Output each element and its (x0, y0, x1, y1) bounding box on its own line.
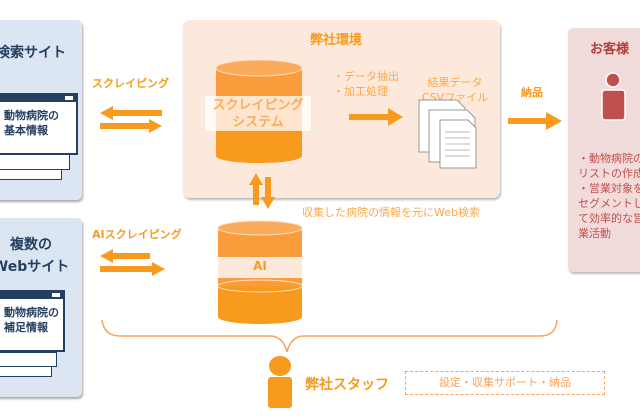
scraping-label: スクレイピング (92, 77, 169, 90)
search-site-title: 検索サイト (0, 45, 66, 61)
customer-line: ・営業対象を (578, 182, 640, 195)
brace-icon (101, 319, 558, 353)
websites-title-line: Webサイト (0, 259, 70, 275)
bidirectional-arrow-icon (100, 106, 165, 276)
customer-title: お客様 (590, 42, 630, 57)
customer-benefits: ・動物病院の リストの作成 ・営業対象を セグメントし て効率的な営 業活動 (578, 151, 640, 241)
web-search-label: 収集した病院の情報を元にWeb検索 (302, 206, 480, 219)
result-line: 結果データ (427, 76, 483, 89)
browser-window-supplement-info: 動物病院の補足情報 (0, 290, 65, 352)
window-line: 基本情報 (4, 124, 48, 137)
environment-title: 弊社環境 (310, 33, 363, 48)
customer-line: ・動物病院の (578, 152, 640, 165)
delivery-arrow-icon (508, 112, 562, 130)
customer-line: セグメントし (578, 197, 640, 210)
customer-line: リストの作成 (578, 167, 640, 180)
process-line: ・データ抽出 (333, 70, 399, 83)
browser-window-basic-info: 動物病院の基本情報 (0, 93, 78, 155)
delivery-label: 納品 (521, 86, 543, 99)
system-line: スクレイピング (212, 98, 304, 113)
customer-line: 業活動 (578, 227, 611, 240)
staff-tasks-box: 設定・収集サポート・納品 (405, 371, 605, 395)
ai-label: AI (253, 259, 267, 273)
window-titlebar (0, 292, 63, 299)
websites-title-line: 複数の (10, 237, 52, 253)
staff-person-icon (268, 356, 292, 408)
customer-panel: お客様 ・動物病院の リストの作成 ・営業対象を セグメントし て効率的な営 業… (568, 28, 640, 272)
scraping-system-label: スクレイピング システム (205, 97, 311, 131)
ai-cylinder-icon (217, 220, 303, 324)
right-arrow-icon (349, 108, 403, 126)
documents-icon (418, 99, 477, 169)
system-line: システム (232, 115, 284, 130)
customer-person-icon (601, 72, 626, 121)
page-sheet (0, 352, 57, 367)
window-line: 補足情報 (4, 321, 48, 334)
up-down-arrow-icon (249, 173, 275, 209)
customer-line: て効率的な営 (578, 212, 640, 225)
database-cylinder-icon (205, 59, 311, 163)
staff-label: 弊社スタッフ (305, 377, 389, 393)
ai-scraping-label: AIスクレイピング (92, 228, 182, 241)
window-titlebar (0, 95, 76, 102)
process-line: ・加工処理 (333, 85, 388, 98)
window-line: 動物病院の (4, 109, 59, 122)
window-line: 動物病院の (4, 306, 59, 319)
